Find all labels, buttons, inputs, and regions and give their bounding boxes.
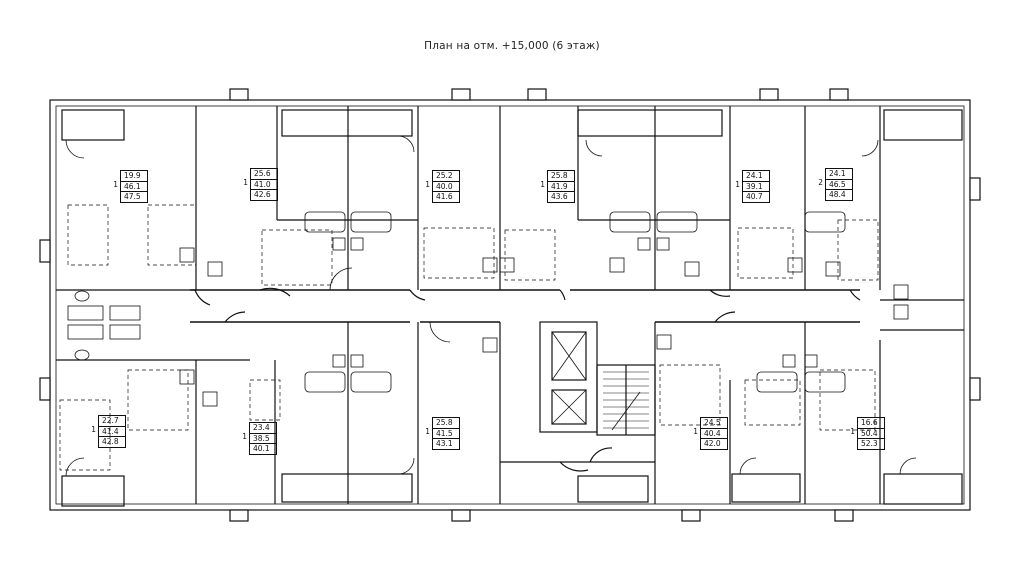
outer-wall [49,99,971,511]
plan-title: План на отм. +15,000 (6 этаж) [424,40,600,52]
